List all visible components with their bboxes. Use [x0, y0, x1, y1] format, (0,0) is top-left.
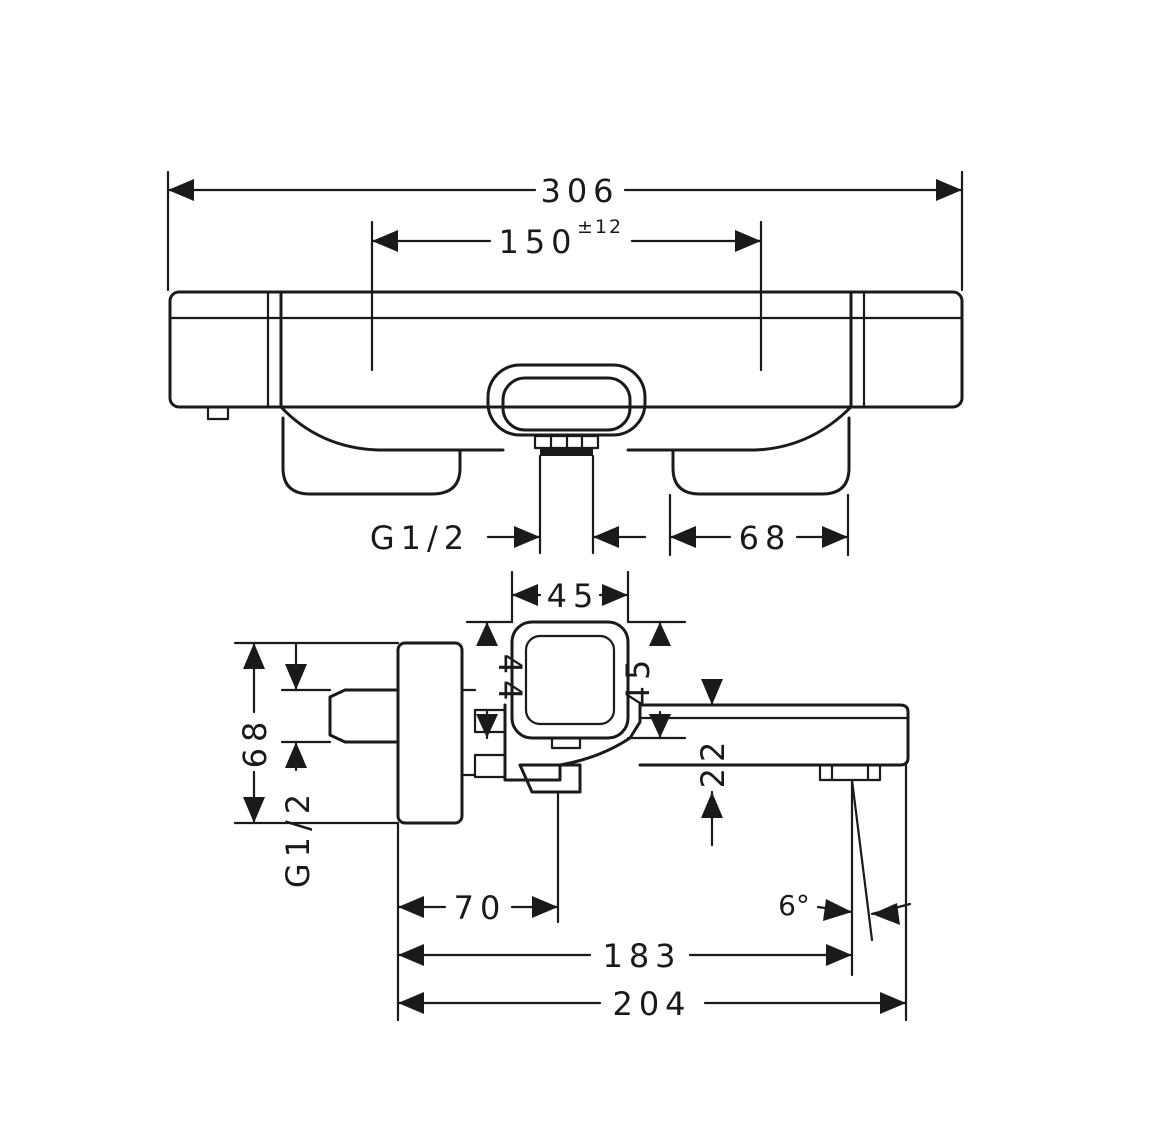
spout-body-side [503, 620, 910, 794]
projection-183-label: 183 [602, 937, 681, 975]
handle-width-label: 68 [739, 519, 792, 557]
dimension-depth-204: 204 [396, 763, 908, 1023]
dimension-projection-183: 183 [396, 937, 854, 975]
height-68-label: 68 [236, 716, 274, 769]
body-45-label: 45 [619, 654, 657, 707]
dimension-thread-top: G1/2 [370, 519, 647, 557]
wall-connector [328, 641, 507, 825]
dimension-body-45: 45 [619, 620, 687, 740]
spout-inner [501, 376, 632, 432]
side-view: 45 [233, 570, 912, 1023]
dimension-spout-width: 45 [510, 570, 630, 624]
dimension-outlet-70: 70 [396, 790, 560, 1022]
dimension-spout-22: 22 [638, 679, 737, 847]
handle-right [671, 416, 851, 496]
thread-top-label: G1/2 [370, 519, 470, 557]
dimension-center-distance: 150 ±12 [370, 216, 763, 372]
depth-204-label: 204 [612, 985, 691, 1023]
dimension-overall-width: 306 [166, 170, 964, 292]
thread-side-label: G1/2 [279, 788, 317, 888]
dimension-body-44: 44 [465, 620, 529, 740]
spout-22-label: 22 [694, 736, 732, 789]
dimension-thread-side: G1/2 [279, 641, 332, 888]
outlet-70-label: 70 [454, 889, 507, 927]
thermostat-body-top [168, 290, 964, 555]
dimension-height-68: 68 [233, 641, 400, 825]
dimension-angle: 6° [778, 778, 912, 977]
center-tolerance-label: ±12 [577, 216, 623, 238]
top-view: 306 150 ±12 [166, 170, 964, 557]
handle-left [281, 416, 462, 496]
angle-label: 6° [778, 889, 810, 922]
center-distance-label: 150 [498, 223, 577, 261]
body-44-label: 44 [491, 654, 529, 707]
dimension-handle-width: 68 [668, 493, 850, 557]
spout-width-label: 45 [547, 577, 600, 615]
overall-width-label: 306 [540, 172, 619, 210]
